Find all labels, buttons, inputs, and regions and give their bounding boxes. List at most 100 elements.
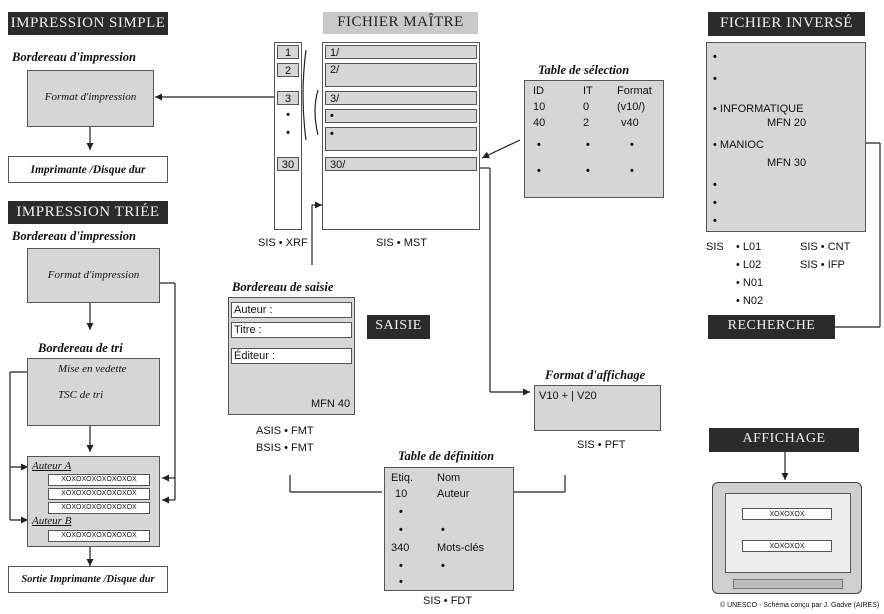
xline-4: XOXOXOXOXOXOXOX [48, 530, 150, 542]
xrf-cell: 30 [277, 157, 299, 171]
header-impression-simple: IMPRESSION SIMPLE [8, 12, 168, 35]
selection-cell: • [537, 165, 541, 177]
monitor-base [733, 579, 843, 589]
xline-2: XOXOXOXOXOXOXOX [48, 488, 150, 500]
saisie-mfn: MFN 40 [311, 398, 351, 410]
format-impression-triee-box: Format d'impression [27, 248, 160, 303]
saisie-bsis: BSIS • FMT [256, 442, 314, 454]
copyright-notice: © UNESCO - Schéma conçu par J. Gadve (AI… [720, 602, 880, 609]
xrf-label: SIS • XRF [258, 237, 308, 249]
affichage-format-box: V10 + | V20 [534, 385, 661, 431]
inverse-dot: • [713, 179, 717, 191]
affichage-format-label: SIS • PFT [577, 439, 626, 451]
definition-cell: Auteur [437, 488, 470, 500]
selection-cell: 2 [583, 117, 590, 129]
definition-title: Table de définition [398, 449, 495, 463]
definition-table: Etiq. Nom 10 Auteur • • • 340 Mots-clés … [384, 467, 514, 591]
selection-cell: v40 [621, 117, 639, 129]
header-fichier-inverse: FICHIER INVERSÉ [708, 12, 865, 36]
format-impression-box: Format d'impression [27, 70, 154, 127]
definition-cell: • [399, 560, 403, 572]
bordereau-tri-box: Mise en vedette TSC de tri [27, 358, 160, 426]
xline-1: XOXOXOXOXOXOXOX [48, 474, 150, 486]
saisie-editeur: Éditeur : [231, 348, 352, 364]
definition-cell: Mots-clés [437, 542, 485, 554]
mst-row: • [325, 127, 477, 151]
affichage-format-content: V10 + | V20 [539, 390, 597, 402]
selection-cell: 40 [533, 117, 546, 129]
selection-header: ID [533, 85, 544, 97]
saisie-form: Auteur : Titre : Éditeur : MFN 40 [228, 297, 355, 415]
auteur-b-label: Auteur B [32, 515, 72, 527]
inverse-sis: SIS [706, 241, 724, 253]
selection-cell: • [630, 165, 634, 177]
mise-en-vedette-label: Mise en vedette [58, 363, 127, 375]
xrf-cell: 2 [277, 63, 299, 77]
tsc-de-tri-label: TSC de tri [58, 389, 104, 401]
monitor-screen: XOXOXOX XOXOXOX [725, 493, 851, 573]
sortie-triee-box: Auteur A XOXOXOXOXOXOXOX XOXOXOXOXOXOXOX… [27, 456, 160, 547]
bordereau-tri-title: Bordereau de tri [38, 341, 123, 355]
inverse-file-l02: • L02 [736, 259, 762, 271]
mst-row: 30/ [325, 157, 477, 171]
definition-cell: • [399, 524, 403, 536]
mst-row: 1/ [325, 45, 477, 59]
inverse-mfn30: MFN 30 [767, 157, 807, 169]
inverse-dot: • [713, 197, 717, 209]
inverse-mfn20: MFN 20 [767, 117, 807, 129]
bordereau-impression-triee-title: Bordereau d'impression [12, 229, 136, 243]
selection-cell: • [586, 165, 590, 177]
saisie-title: Bordereau de saisie [232, 280, 334, 294]
selection-cell: 0 [583, 101, 590, 113]
mst-row: 3/ [325, 91, 477, 105]
selection-cell: • [586, 139, 590, 151]
xrf-cell: 3 [277, 91, 299, 105]
inverse-file-l01: • L01 [736, 241, 762, 253]
format-impression-triee-label: Format d'impression [47, 269, 140, 281]
selection-cell: • [630, 139, 634, 151]
inverse-file-cnt: SIS • CNT [800, 241, 851, 253]
saisie-titre: Titre : [231, 322, 352, 338]
format-impression-label: Format d'impression [44, 91, 137, 103]
output-triee: Sortie Imprimante /Disque dur [8, 566, 168, 593]
bordereau-impression-title: Bordereau d'impression [12, 50, 136, 64]
header-affichage: AFFICHAGE [709, 428, 859, 452]
selection-cell: (v10/) [617, 101, 646, 113]
xline-3: XOXOXOXOXOXOXOX [48, 502, 150, 514]
inverse-dot: • [713, 215, 717, 227]
definition-label: SIS • FDT [423, 595, 473, 607]
mst-row: • [325, 109, 477, 123]
xrf-file: 1 2 3 • • 30 [274, 42, 302, 230]
definition-cell: • [441, 560, 445, 572]
inverse-informatique: • INFORMATIQUE [713, 103, 804, 115]
selection-table: ID IT Format 10 0 (v10/) 40 2 v40 • • • … [524, 80, 664, 198]
inverse-file-n02: • N02 [736, 295, 764, 307]
saisie-auteur: Auteur : [231, 302, 352, 318]
inverse-file: • • • INFORMATIQUE MFN 20 • MANIOC MFN 3… [706, 42, 866, 232]
header-fichier-maitre: FICHIER MAÎTRE [323, 12, 478, 34]
screen-line-1: XOXOXOX [742, 508, 832, 520]
definition-header: Nom [437, 472, 461, 484]
inverse-file-ifp: SIS • IFP [800, 259, 845, 271]
inverse-file-n01: • N01 [736, 277, 764, 289]
selection-cell: 10 [533, 101, 546, 113]
header-saisie: SAISIE [367, 315, 430, 339]
inverse-dot: • [713, 73, 717, 85]
affichage-format-title: Format d'affichage [545, 368, 646, 382]
selection-cell: • [537, 139, 541, 151]
screen-line-2: XOXOXOX [742, 540, 832, 552]
xrf-cell: 1 [277, 45, 299, 59]
xrf-cell: • [286, 127, 290, 139]
definition-cell: • [441, 524, 445, 536]
mst-row: 2/ [325, 63, 477, 87]
monitor: XOXOXOX XOXOXOX [712, 482, 862, 594]
output-simple: Imprimante /Disque dur [8, 156, 168, 183]
header-recherche: RECHERCHE [708, 315, 835, 339]
definition-cell: 10 [395, 488, 408, 500]
definition-header: Etiq. [391, 472, 414, 484]
definition-cell: 340 [391, 542, 410, 554]
definition-cell: • [399, 576, 403, 588]
selection-title: Table de sélection [538, 63, 630, 77]
selection-header: Format [617, 85, 652, 97]
saisie-asis: ASIS • FMT [256, 425, 314, 437]
